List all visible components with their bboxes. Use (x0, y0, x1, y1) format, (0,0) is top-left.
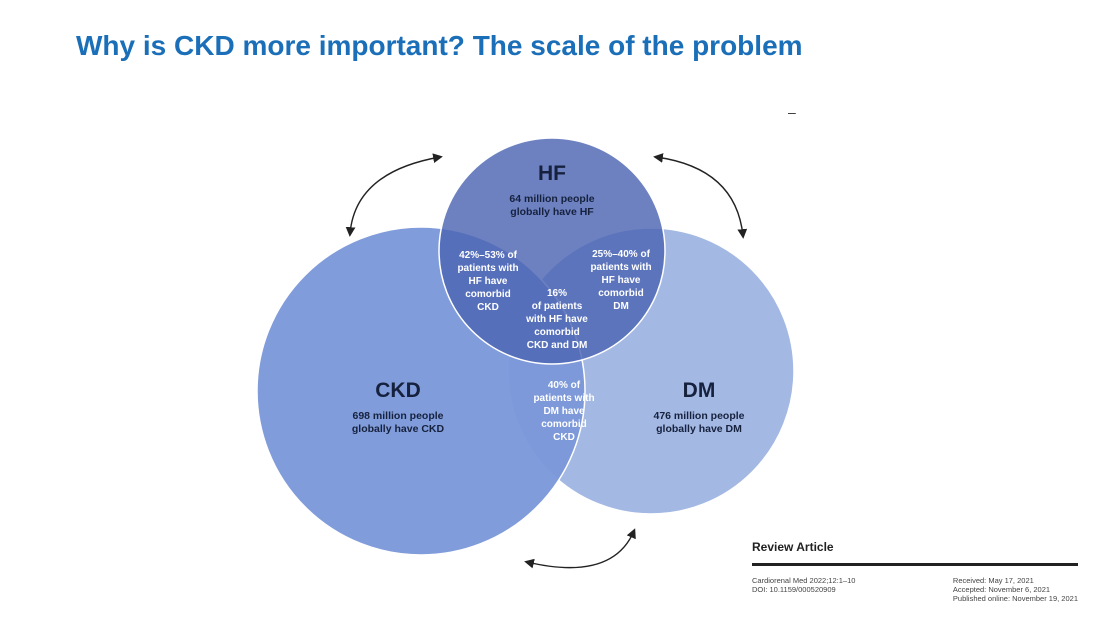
citation-journal-line: Cardiorenal Med 2022;12:1–10 (752, 576, 856, 585)
dm-label: DM (683, 379, 716, 402)
ckd-dm-line: DM have (543, 406, 585, 417)
hf-ckd-line: 42%–53% of (459, 250, 517, 261)
ckd-dm-line: CKD (553, 432, 575, 443)
citation-published: Published online: November 19, 2021 (952, 594, 1078, 603)
citation-block: Review Article Cardiorenal Med 2022;12:1… (752, 540, 1078, 603)
citation-title: Review Article (752, 540, 1078, 566)
hf-dm-line: patients with (590, 262, 651, 273)
slide-title: Why is CKD more important? The scale of … (76, 30, 803, 61)
arrow-hf-ckd (345, 153, 443, 237)
arrow-ckd-dm (524, 528, 636, 569)
dm-desc-line2: globally have DM (656, 423, 742, 435)
citation-journal: Cardiorenal Med 2022;12:1–10 DOI: 10.115… (752, 576, 855, 603)
stray-mark: – (788, 104, 796, 120)
ckd-dm-line: 40% of (548, 380, 581, 391)
arrow-hf-dm (653, 153, 748, 239)
center-line: CKD and DM (527, 340, 588, 351)
hf-desc-line2: globally have HF (510, 206, 594, 218)
hf-dm-line: 25%–40% of (592, 249, 650, 260)
ckd-desc-line2: globally have CKD (352, 423, 445, 435)
hf-ckd-line: patients with (457, 263, 518, 274)
ckd-label: CKD (375, 379, 421, 402)
ckd-desc-line1: 698 million people (352, 410, 443, 422)
center-line: comorbid (534, 327, 580, 338)
citation-details: Cardiorenal Med 2022;12:1–10 DOI: 10.115… (752, 576, 1078, 603)
center-line: with HF have (525, 314, 588, 325)
ckd-dm-line: comorbid (541, 419, 587, 430)
hf-circle (438, 137, 666, 365)
ckd-dm-line: patients with (533, 393, 594, 404)
hf-dm-line: HF have (602, 275, 641, 286)
citation-doi-line: DOI: 10.1159/000520909 (752, 585, 836, 594)
citation-dates: Received: May 17, 2021 Accepted: Novembe… (953, 576, 1078, 603)
center-line: 16% (547, 288, 567, 299)
citation-received: Received: May 17, 2021 (952, 576, 1034, 585)
hf-ckd-line: HF have (469, 276, 508, 287)
citation-accepted: Accepted: November 6, 2021 (952, 585, 1051, 594)
dm-desc-line1: 476 million people (653, 410, 744, 422)
hf-desc-line1: 64 million people (509, 193, 594, 205)
hf-ckd-line: comorbid (465, 289, 511, 300)
hf-dm-line: comorbid (598, 288, 644, 299)
hf-ckd-line: CKD (477, 302, 499, 313)
center-line: of patients (532, 301, 583, 312)
hf-dm-line: DM (613, 301, 629, 312)
hf-label: HF (538, 162, 566, 185)
